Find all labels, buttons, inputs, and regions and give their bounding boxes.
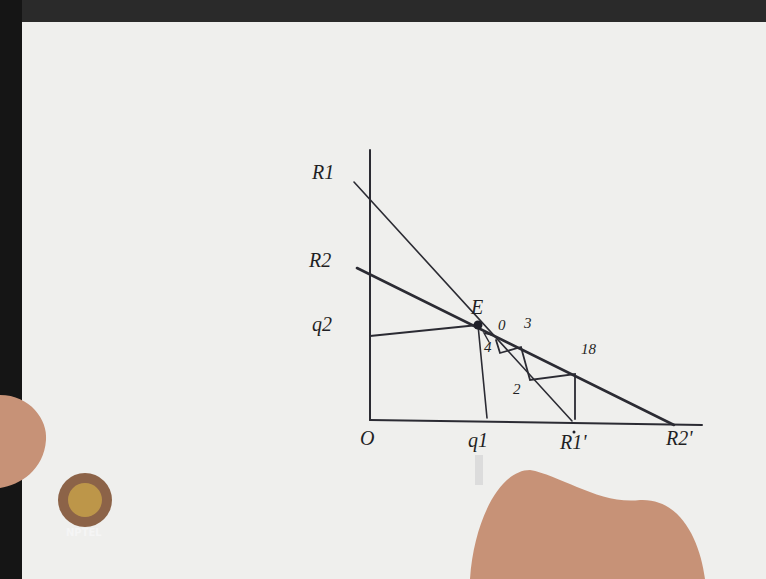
step-number: 18	[581, 342, 596, 357]
pen-shape	[475, 455, 483, 485]
axis-label: R2'	[666, 428, 693, 448]
logo-text: NPTEL	[66, 528, 102, 538]
left-shadow	[0, 0, 22, 579]
step-number: 4	[484, 340, 492, 355]
step-number: 0	[498, 318, 506, 333]
axis-label: q2	[312, 314, 332, 334]
q2-guide-line	[370, 325, 478, 336]
step-number: 2	[513, 382, 521, 397]
point-label: E	[471, 297, 483, 317]
step-number: 3	[524, 316, 532, 331]
reaction-line-r2	[357, 268, 674, 425]
axis-label: q1	[468, 430, 488, 450]
logo	[58, 473, 112, 527]
reaction-line-r1	[354, 182, 572, 421]
cobweb-path	[496, 340, 575, 419]
q1-guide-line	[478, 325, 487, 418]
horizontal-axis	[370, 420, 702, 425]
hand-shape	[0, 395, 705, 579]
axis-label: R1'	[560, 432, 587, 452]
vertical-axis	[369, 150, 371, 420]
top-shadow	[0, 0, 766, 22]
axis-label: R1	[312, 162, 334, 182]
equilibrium-dot	[474, 321, 483, 330]
origin-label: O	[360, 428, 374, 448]
axis-label: R2	[309, 250, 331, 270]
